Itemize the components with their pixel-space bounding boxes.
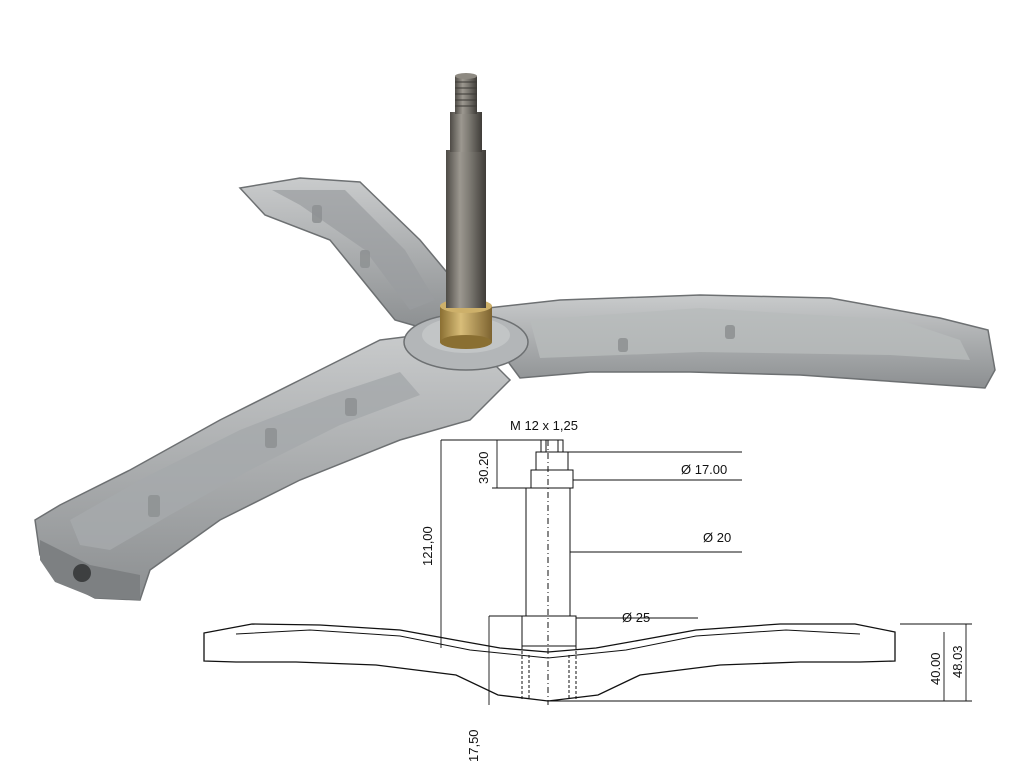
label-hub-height: 40.00 [928, 652, 943, 685]
spider-arm-front-left [34, 329, 512, 601]
drawing-shaft [521, 439, 577, 705]
shaft-thread [455, 76, 477, 114]
dimension-labels: M 12 x 1,25 30.20 Ø 17.00 Ø 20 Ø 25 121,… [420, 418, 965, 762]
drive-shaft [446, 150, 486, 308]
label-thread-length: 30.20 [476, 451, 491, 484]
label-thread: M 12 x 1,25 [510, 418, 578, 433]
label-diameter-shaft: Ø 20 [703, 530, 731, 545]
thread-lines [455, 81, 477, 107]
technical-drawing [203, 439, 972, 705]
label-total-length: 121,00 [420, 526, 435, 566]
dimension-lines [440, 439, 972, 705]
mounting-hole [73, 564, 91, 582]
label-diameter-upper: Ø 17.00 [681, 462, 727, 477]
label-below-arm: 17,50 [466, 729, 481, 762]
label-overall-height: 48.03 [950, 645, 965, 678]
drawing-arm-profile [203, 623, 896, 702]
spider-photo [34, 73, 996, 601]
label-diameter-base: Ø 25 [622, 610, 650, 625]
